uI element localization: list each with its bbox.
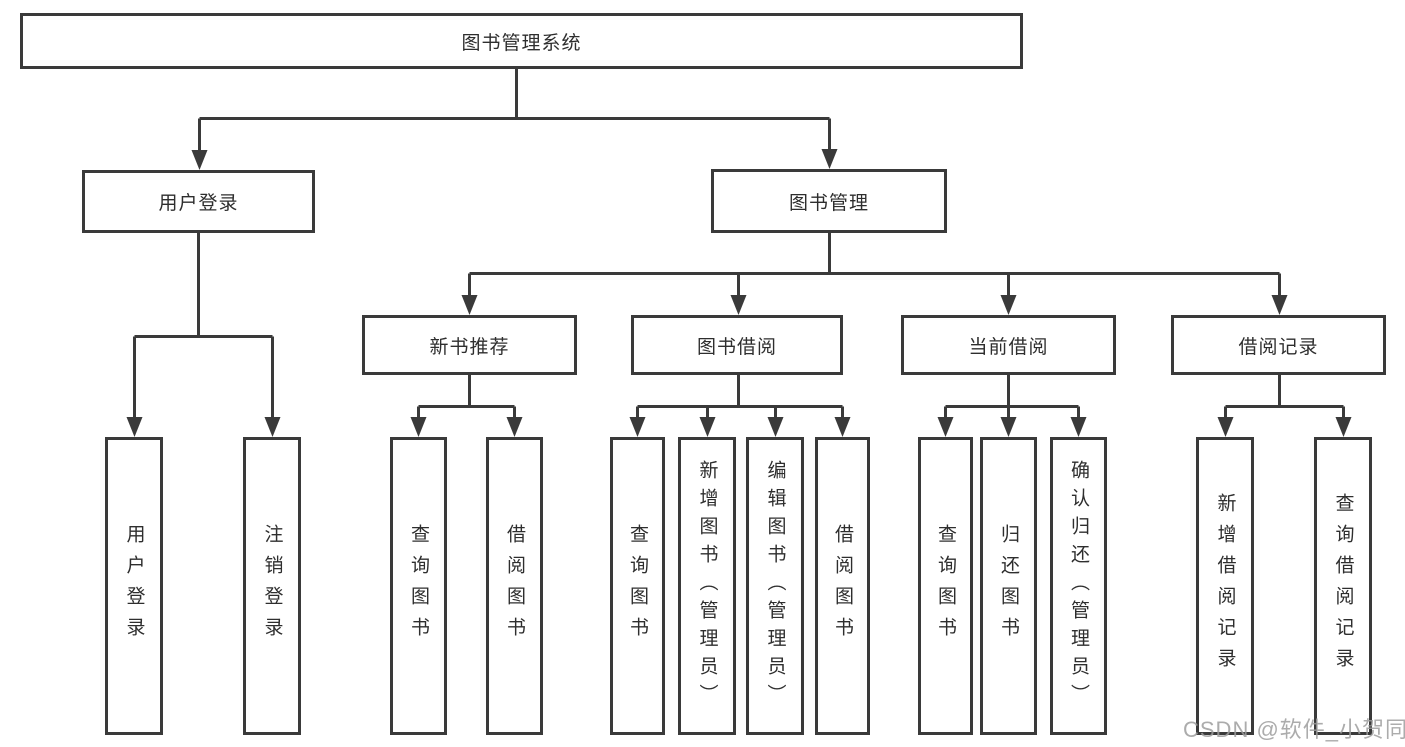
leaf-label: 归还图书 (998, 524, 1019, 648)
leaf-add-borrow-record: 新增借阅记录 (1196, 437, 1254, 735)
leaf-label: 查询图书 (935, 524, 956, 648)
leaf-label: 注销登录 (261, 524, 283, 648)
leaf-label: 用户登录 (123, 524, 145, 648)
leaf-label: 新增图书（管理员） (696, 460, 718, 712)
leaf-query-borrow-record: 查询借阅记录 (1314, 437, 1372, 735)
leaf-label: 查询借阅记录 (1332, 493, 1354, 679)
leaf-add-book-admin: 新增图书（管理员） (678, 437, 736, 735)
node-label: 用户登录 (158, 193, 239, 214)
leaf-query-books-current: 查询图书 (918, 437, 973, 735)
leaf-label: 查询图书 (627, 524, 648, 648)
leaf-logout: 注销登录 (243, 437, 301, 735)
leaf-label: 确认归还（管理员） (1068, 460, 1089, 712)
node-root-system: 图书管理系统 (20, 13, 1023, 69)
leaf-user-login: 用户登录 (105, 437, 163, 735)
csdn-watermark: CSDN @软件_小贺同学 (1183, 717, 1405, 742)
node-current-borrow: 当前借阅 (901, 315, 1116, 375)
leaf-borrow-book: 借阅图书 (815, 437, 870, 735)
node-book-management: 图书管理 (711, 169, 947, 233)
node-label: 图书管理 (788, 192, 869, 214)
node-label: 借阅记录 (1238, 336, 1319, 358)
node-new-book-recommend: 新书推荐 (362, 315, 577, 375)
leaf-return-book: 归还图书 (980, 437, 1037, 735)
node-label: 新书推荐 (429, 336, 510, 358)
leaf-label: 查询图书 (408, 524, 429, 648)
leaf-borrow-books-recommend: 借阅图书 (486, 437, 543, 735)
leaf-query-books-recommend: 查询图书 (390, 437, 447, 735)
node-borrow-records: 借阅记录 (1171, 315, 1386, 375)
leaf-label: 借阅图书 (504, 524, 525, 648)
node-label: 图书借阅 (696, 336, 777, 358)
node-label: 当前借阅 (968, 336, 1049, 358)
leaf-edit-book-admin: 编辑图书（管理员） (746, 437, 804, 735)
node-user-login-group: 用户登录 (82, 170, 315, 233)
node-book-borrow: 图书借阅 (631, 315, 843, 375)
leaf-label: 借阅图书 (832, 524, 853, 648)
leaf-query-books-borrow: 查询图书 (610, 437, 665, 735)
leaf-label: 编辑图书（管理员） (764, 460, 786, 712)
node-root-label: 图书管理系统 (461, 32, 582, 54)
leaf-label: 新增借阅记录 (1214, 493, 1236, 679)
leaf-confirm-return-admin: 确认归还（管理员） (1050, 437, 1107, 735)
